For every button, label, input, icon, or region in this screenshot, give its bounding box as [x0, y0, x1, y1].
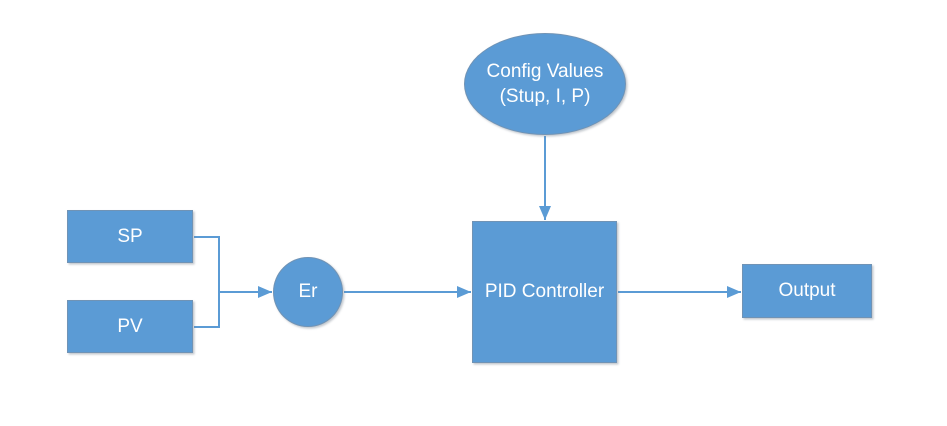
pid-controller-label: PID Controller: [484, 281, 605, 303]
node-pid-controller: PID Controller: [472, 221, 617, 363]
er-label: Er: [298, 281, 318, 303]
node-config-values: Config Values (Stup, I, P): [464, 33, 626, 135]
output-label: Output: [778, 280, 836, 302]
connector-sp-pv-junction: [194, 236, 220, 328]
config-values-label-line2: (Stup, I, P): [499, 86, 591, 107]
config-values-label-line1: Config Values: [486, 60, 604, 82]
node-pv: PV: [67, 300, 193, 353]
pv-label: PV: [117, 315, 143, 337]
sp-label: SP: [117, 225, 143, 247]
node-er: Er: [273, 257, 343, 327]
node-output: Output: [742, 264, 872, 318]
node-sp: SP: [67, 210, 193, 263]
